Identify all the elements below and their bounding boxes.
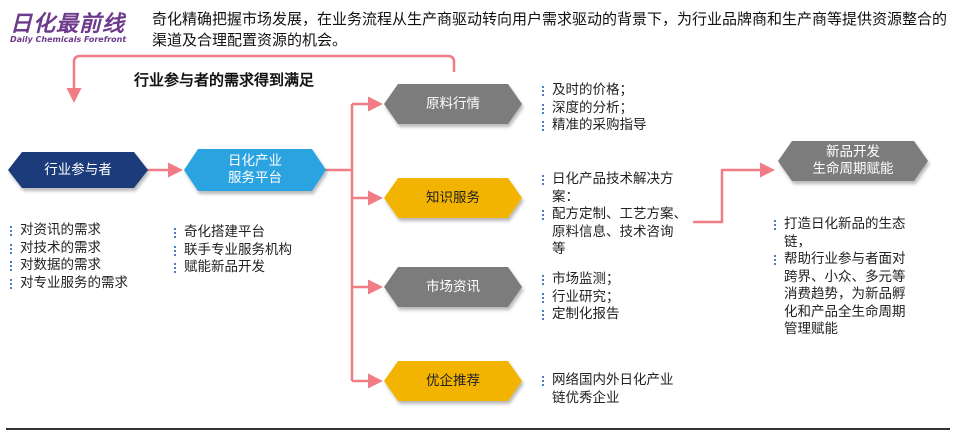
- node-participants: [8, 152, 148, 188]
- node-platform-label: 日化产业 服务平台: [184, 149, 326, 191]
- node-lifecycle: [778, 141, 928, 181]
- node-enterprise: [384, 361, 522, 401]
- node-materials: [384, 84, 522, 124]
- node-platform: [184, 149, 326, 191]
- node-participants-label: 行业参与者: [44, 161, 112, 178]
- node-lifecycle-label: 新品开发 生命周期赋能: [778, 141, 928, 181]
- lifecycle-line: 化和产品全生命周期: [784, 303, 906, 320]
- market-list: 市场监测； 行业研究； 定制化报告: [540, 271, 620, 324]
- lifecycle-description: 打造日化新品的生态 链， 帮助行业参与者面对 跨界、小众、多元等 消费趋势，为新…: [772, 216, 906, 339]
- logo-tagline: Daily Chemicals Forefront: [10, 35, 127, 44]
- list-item: 赋能新品开发: [172, 259, 292, 277]
- enterprise-line: 网络国内外日化产业: [540, 372, 674, 390]
- node-platform-line2: 服务平台: [228, 170, 282, 186]
- list-item: 对资讯的需求: [8, 222, 128, 240]
- node-market-label: 市场资讯: [426, 278, 480, 295]
- brand-logo: 日化最前线 Daily Chemicals Forefront: [6, 6, 138, 50]
- diagram-heading: 行业参与者的需求得到满足: [134, 71, 315, 89]
- list-item: 市场监测；: [540, 271, 620, 289]
- node-market: [384, 267, 522, 307]
- list-item: 对数据的需求: [8, 257, 128, 275]
- list-item: 精准的采购指导: [540, 117, 647, 135]
- enterprise-description: 网络国内外日化产业 链优秀企业: [540, 372, 674, 407]
- list-item: 联手专业服务机构: [172, 242, 292, 260]
- materials-list: 及时的价格； 深度的分析； 精准的采购指导: [540, 82, 647, 135]
- list-item: 对技术的需求: [8, 240, 128, 258]
- list-item: 行业研究；: [540, 289, 620, 307]
- lifecycle-line: 帮助行业参与者面对: [772, 251, 906, 269]
- node-enterprise-label: 优企推荐: [426, 372, 480, 389]
- list-item: 奇化搭建平台: [172, 224, 292, 242]
- platform-list: 奇化搭建平台 联手专业服务机构 赋能新品开发: [172, 224, 292, 277]
- lifecycle-line: 消费趋势，为新品孵: [784, 286, 906, 302]
- lifecycle-line: 管理赋能: [784, 321, 838, 337]
- knowledge-line: 日化产品技术解决方: [540, 171, 687, 189]
- enterprise-line: 链优秀企业: [552, 389, 620, 406]
- list-item: 及时的价格；: [540, 82, 647, 100]
- node-platform-line1: 日化产业: [228, 153, 282, 169]
- knowledge-line: 原料信息、技术咨询: [552, 223, 674, 240]
- node-knowledge-label: 知识服务: [426, 189, 480, 206]
- node-knowledge: [384, 178, 522, 218]
- list-item: 定制化报告: [540, 306, 620, 324]
- lifecycle-line: 跨界、小众、多元等: [784, 268, 906, 285]
- node-lifecycle-line1: 新品开发: [826, 144, 880, 160]
- list-item: 深度的分析；: [540, 100, 647, 118]
- participants-needs-list: 对资讯的需求 对技术的需求 对数据的需求 对专业服务的需求: [8, 222, 128, 292]
- bottom-divider: [6, 428, 950, 430]
- lifecycle-line: 打造日化新品的生态: [772, 216, 906, 234]
- lifecycle-line: 链，: [784, 233, 811, 250]
- knowledge-line: 等: [552, 241, 566, 257]
- knowledge-description: 日化产品技术解决方 案： 配方定制、工艺方案、 原料信息、技术咨询 等: [540, 171, 687, 259]
- knowledge-line: 案：: [552, 188, 579, 205]
- node-materials-label: 原料行情: [426, 95, 480, 112]
- node-lifecycle-line2: 生命周期赋能: [812, 161, 894, 177]
- intro-paragraph: 奇化精确把握市场发展，在业务流程从生产商驱动转向用户需求驱动的背景下，为行业品牌…: [152, 10, 948, 49]
- feedback-arrow: [66, 54, 456, 103]
- list-item: 对专业服务的需求: [8, 275, 128, 293]
- logo-wordmark: 日化最前线: [10, 12, 126, 37]
- knowledge-line: 配方定制、工艺方案、: [540, 206, 687, 224]
- arrow-knowledge-to-lifecycle: [693, 162, 775, 224]
